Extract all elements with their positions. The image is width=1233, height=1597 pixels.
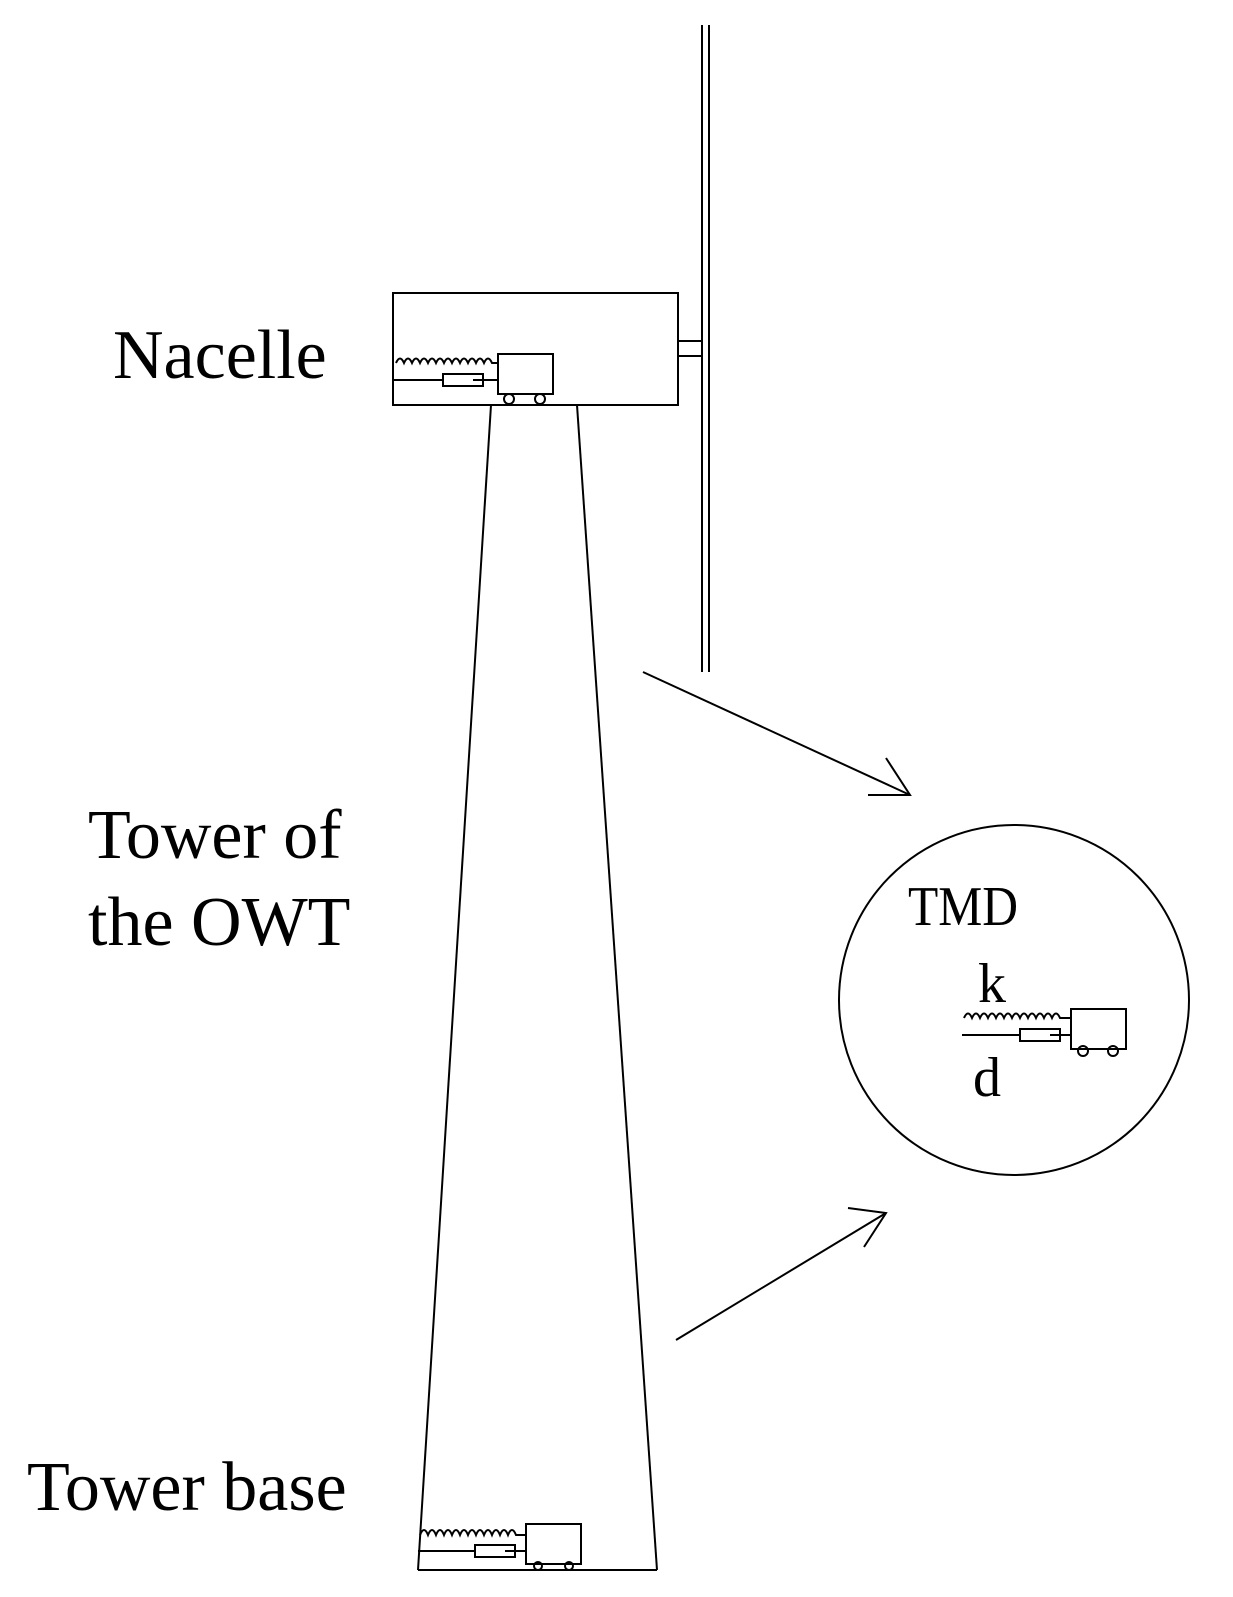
tower-label-line2: the OWT <box>88 884 350 961</box>
detail-tmd-wheel-left <box>1077 1045 1089 1057</box>
nacelle-tmd-wheel-right <box>534 393 546 405</box>
damping-label: d <box>973 1047 1001 1109</box>
nacelle-box <box>392 292 679 406</box>
detail-tmd-mass <box>1070 1008 1127 1050</box>
nacelle-tmd-mass <box>497 353 554 395</box>
nacelle-tmd-wheel-left <box>503 393 515 405</box>
detail-tmd-wheel-right <box>1107 1045 1119 1057</box>
nacelle-tmd-spring <box>395 357 498 366</box>
tower-label-line1: Tower of <box>88 797 342 874</box>
stiffness-label: k <box>978 953 1006 1015</box>
tmd-detail-circle <box>838 824 1190 1176</box>
tmd-label: TMD <box>908 876 1018 938</box>
nacelle-tmd <box>393 353 554 405</box>
rotor-shaft <box>678 340 702 357</box>
detail-tmd <box>962 1008 1127 1057</box>
rotor-blade <box>701 25 710 672</box>
base-tmd-mass <box>525 1523 582 1565</box>
base-tmd-spring <box>419 1529 526 1538</box>
tower-base-label: Tower base <box>27 1449 347 1526</box>
detail-tmd-spring <box>963 1012 1071 1021</box>
base-tmd-wheel-left <box>533 1561 543 1571</box>
arrow-from-base <box>675 1207 888 1341</box>
nacelle-label: Nacelle <box>113 317 327 394</box>
tower <box>417 404 658 1571</box>
base-tmd-wheel-right <box>564 1561 574 1571</box>
base-tmd <box>418 1523 582 1571</box>
arrow-from-nacelle <box>642 671 912 796</box>
